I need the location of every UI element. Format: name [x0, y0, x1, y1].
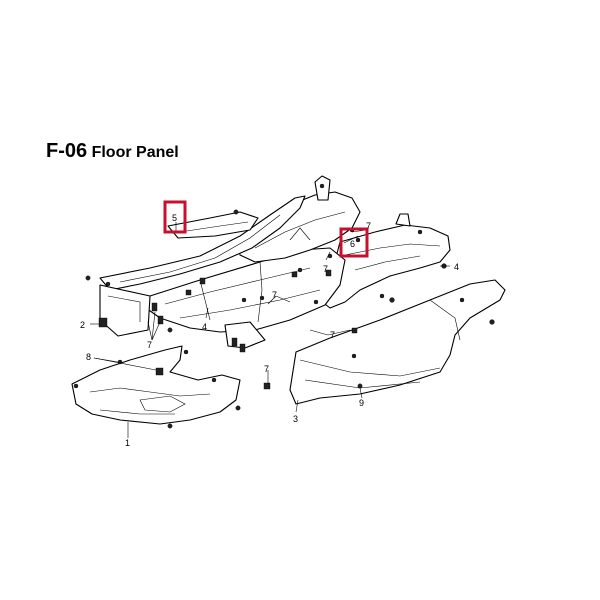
callout-5-highlight-box: [163, 200, 187, 234]
diagram-code: F-06: [46, 140, 88, 162]
callout-8: 8: [86, 352, 91, 362]
callout-7f: 7: [264, 364, 269, 374]
callout-9: 9: [359, 398, 364, 408]
callout-1: 1: [125, 438, 130, 448]
callout-6-highlight-box: [339, 227, 369, 258]
part-2-left-bracket: [98, 284, 151, 337]
callout-7d: 7: [366, 221, 371, 231]
callout-6: 6: [350, 239, 355, 249]
callout-7e: 7: [323, 264, 328, 274]
callout-4a: 4: [202, 322, 207, 332]
callout-leader-lines: [90, 222, 450, 438]
part-rear-frame-section: [319, 213, 451, 309]
diagram-title: F-06 Floor Panel: [46, 140, 179, 163]
callout-5: 5: [172, 213, 177, 223]
callout-7c: 7: [330, 330, 335, 340]
part-5-left-side-rail: [99, 195, 306, 291]
part-3-right-side-cover: [289, 279, 506, 405]
callout-2: 2: [80, 320, 85, 330]
callout-3: 3: [293, 414, 298, 424]
callout-7b: 7: [272, 290, 277, 300]
callout-4b: 4: [454, 262, 459, 272]
part-1-front-under-cover: [71, 345, 241, 425]
callout-7a: 7: [147, 340, 152, 350]
hardware-fasteners: [73, 183, 495, 429]
diagram-name: Floor Panel: [91, 144, 179, 161]
